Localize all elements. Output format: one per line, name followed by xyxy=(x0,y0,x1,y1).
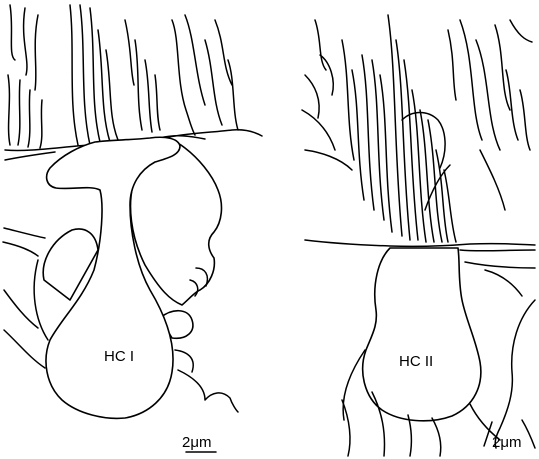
panel-hc2: HC II 2μm xyxy=(302,15,535,456)
scale-bar-label-left: 2μm xyxy=(182,434,211,451)
scale-bar-label-right: 2μm xyxy=(492,434,521,451)
stereocilia-bundle-right xyxy=(302,15,532,242)
scale-bar-left: 2μm xyxy=(182,434,216,452)
stereocilia-bundle-left xyxy=(8,5,238,148)
scale-bar-right: 2μm xyxy=(484,422,521,451)
hair-cell-hc2: HC II xyxy=(363,248,481,421)
hc2-label: HC II xyxy=(399,353,433,370)
hc1-label: HC I xyxy=(104,348,134,365)
panel-hc1: HC I 2μm xyxy=(3,5,262,452)
